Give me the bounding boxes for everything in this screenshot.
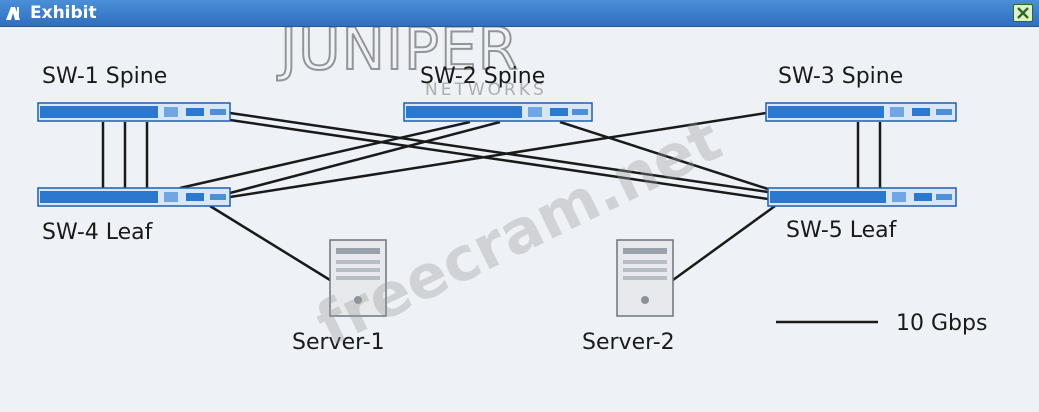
- node-srv1[interactable]: Server-1: [292, 239, 387, 355]
- node-label: SW-3 Spine: [778, 64, 903, 89]
- close-icon: [1017, 7, 1029, 19]
- legend: 10 Gbps: [776, 311, 987, 336]
- node-label: SW-1 Spine: [42, 64, 167, 89]
- network-diagram: JUNIPER NETWORKS SW-1 Spine: [37, 27, 987, 361]
- legend-label: 10 Gbps: [896, 311, 987, 336]
- juniper-logo-watermark: JUNIPER NETWORKS: [276, 27, 547, 100]
- close-button[interactable]: [1013, 4, 1033, 22]
- title-bar: Exhibit: [0, 0, 1039, 27]
- window-title: Exhibit: [30, 3, 97, 23]
- server-icon: [329, 239, 387, 317]
- link-sw5-srv2-1: [672, 204, 776, 282]
- server-icon: [616, 239, 674, 317]
- switch-icon: [403, 102, 593, 122]
- node-label: SW-4 Leaf: [42, 220, 154, 245]
- node-sw5[interactable]: SW-5 Leaf: [767, 187, 957, 243]
- switch-icon: [37, 187, 231, 207]
- node-sw2[interactable]: SW-2 Spine: [403, 64, 593, 122]
- logo-text: JUNIPER: [277, 27, 519, 83]
- node-label: Server-1: [292, 330, 385, 355]
- exhibit-icon: [6, 7, 20, 20]
- switch-icon: [37, 102, 231, 122]
- switch-icon: [765, 102, 957, 122]
- links: [101, 111, 882, 282]
- link-sw2-sw5-1: [559, 120, 769, 191]
- switch-icon: [767, 187, 957, 207]
- site-watermark: freecram.net: [306, 105, 732, 361]
- link-sw1-sw5-2: [229, 118, 769, 201]
- link-sw3-sw4-1: [229, 111, 767, 199]
- logo-subtext: NETWORKS: [425, 80, 547, 100]
- node-label: Server-2: [582, 330, 675, 355]
- link-sw1-sw5-1: [229, 111, 769, 194]
- node-sw4[interactable]: SW-4 Leaf: [37, 187, 231, 245]
- node-srv2[interactable]: Server-2: [582, 239, 675, 355]
- link-sw2-sw4-2: [229, 120, 501, 195]
- node-sw1[interactable]: SW-1 Spine: [37, 64, 231, 122]
- node-label: SW-5 Leaf: [786, 218, 898, 243]
- link-sw2-sw4-1: [179, 120, 471, 190]
- node-label: SW-2 Spine: [420, 64, 545, 89]
- link-sw4-srv1-1: [209, 204, 331, 282]
- node-sw3[interactable]: SW-3 Spine: [765, 64, 957, 122]
